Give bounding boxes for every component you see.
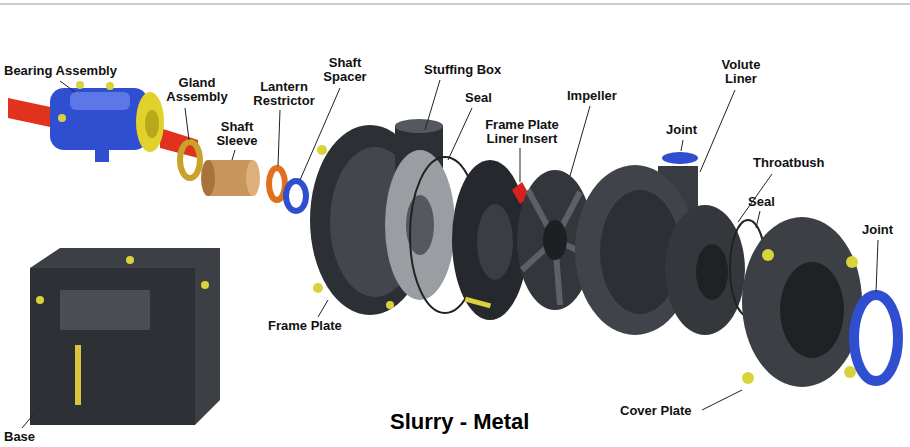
top-rule	[0, 4, 910, 5]
part-label: Gland Assembly	[162, 76, 232, 104]
base-frame	[30, 248, 220, 425]
joint-ring	[854, 295, 898, 381]
part-label: Joint	[862, 223, 893, 237]
part-label: Throatbush	[753, 156, 825, 170]
throatbush	[665, 205, 745, 335]
part-label: Volute Liner	[712, 58, 770, 86]
shaft-spacer-ring	[286, 181, 306, 211]
part-label: Seal	[465, 91, 492, 105]
stuffing-box-face	[385, 150, 455, 300]
part-label: Frame Plate	[268, 319, 342, 333]
lantern-restrictor-ring	[269, 168, 285, 200]
part-label: Seal	[748, 195, 775, 209]
part-label: Base	[4, 430, 35, 444]
leader-lines	[22, 80, 878, 428]
diagram-title: Slurry - Metal	[390, 409, 529, 435]
part-label: Lantern Restrictor	[245, 80, 323, 108]
part-label: Shaft Spacer	[316, 56, 374, 84]
part-label: Cover Plate	[620, 404, 692, 418]
shaft-sleeve	[201, 160, 260, 196]
part-label: Bearing Assembly	[4, 64, 117, 78]
cover-plate	[742, 217, 862, 387]
part-label: Frame Plate Liner Insert	[474, 118, 570, 146]
part-label: Stuffing Box	[424, 63, 501, 77]
part-label: Shaft Sleeve	[208, 120, 266, 148]
joint-ring	[662, 152, 698, 164]
gland-ring	[180, 142, 200, 178]
part-label: Impeller	[567, 89, 617, 103]
part-label: Joint	[666, 123, 697, 137]
